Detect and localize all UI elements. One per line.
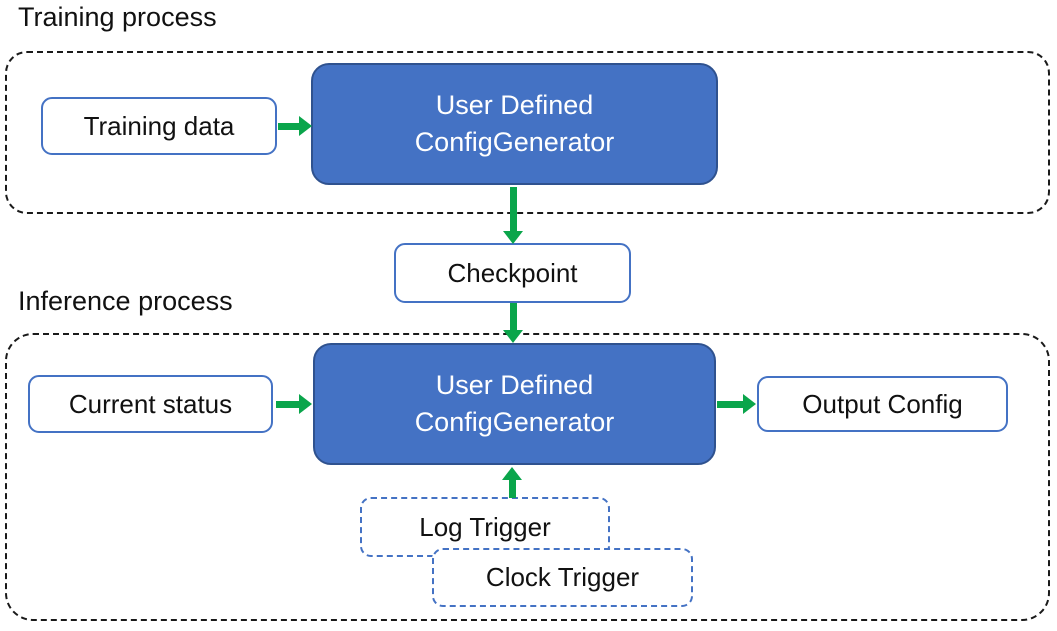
inference-process-container xyxy=(5,333,1050,621)
inference-config-generator-box: User Defined ConfigGenerator xyxy=(313,343,716,465)
training-process-container xyxy=(5,51,1050,214)
arrow-right-icon xyxy=(276,394,312,415)
output-config-box: Output Config xyxy=(757,376,1008,432)
arrow-right-icon xyxy=(717,394,756,415)
current-status-label: Current status xyxy=(68,388,233,419)
checkpoint-box: Checkpoint xyxy=(394,243,631,303)
log-trigger-label: Log Trigger xyxy=(419,511,551,542)
training-config-generator-line1: User Defined xyxy=(435,90,594,120)
arrow-up-icon xyxy=(502,467,523,498)
clock-trigger-box: Clock Trigger xyxy=(432,548,693,607)
inference-config-generator-line1: User Defined xyxy=(435,370,594,400)
output-config-label: Output Config xyxy=(802,388,963,419)
inference-config-generator-line2: ConfigGenerator xyxy=(414,407,615,437)
checkpoint-label: Checkpoint xyxy=(447,257,578,288)
log-trigger-box: Log Trigger xyxy=(360,497,610,557)
training-config-generator-box: User Defined ConfigGenerator xyxy=(311,63,718,185)
arrow-down-icon xyxy=(503,187,524,244)
arrow-down-icon xyxy=(503,303,524,343)
training-process-label: Training process xyxy=(18,2,217,32)
inference-process-label: Inference process xyxy=(18,286,233,316)
clock-trigger-label: Clock Trigger xyxy=(485,562,640,592)
training-data-box: Training data xyxy=(41,97,277,155)
training-data-label: Training data xyxy=(83,110,235,141)
training-config-generator-line2: ConfigGenerator xyxy=(414,127,615,157)
current-status-box: Current status xyxy=(28,375,273,433)
arrow-right-icon xyxy=(278,116,312,137)
